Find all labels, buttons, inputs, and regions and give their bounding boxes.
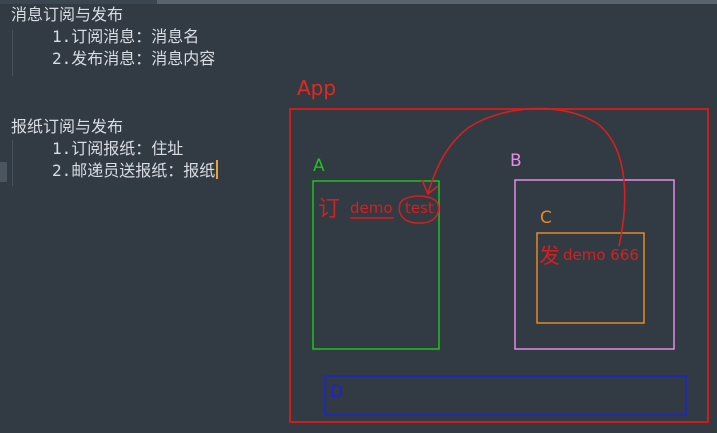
app-label: App [297,76,336,100]
callback-circle [398,195,440,224]
component-a-box [312,180,440,350]
arrowhead-icon [421,179,439,196]
section1-item2: 2.发布消息：消息内容 [52,49,216,68]
section2-item1: 1.订阅报纸：住址 [52,139,184,158]
publish-to-subscribe-arrow [427,107,626,247]
publish-text: demo 666 [563,246,639,264]
section2-item2-text: 2.邮递员送报纸：报纸 [52,161,216,180]
indent-guide [12,140,13,186]
subscribe-char: 订 [318,197,340,222]
scrollbar-thumb[interactable] [157,0,717,4]
component-a-label: A [313,156,325,176]
publish-char: 发 [539,244,560,268]
component-d-label: D [330,382,343,402]
app-box [289,108,709,423]
component-b-label: B [510,151,522,171]
section2-title: 报纸订阅与发布 [11,117,124,136]
horizontal-scrollbar[interactable] [0,0,717,4]
section1-title: 消息订阅与发布 [11,5,124,24]
component-c-label: C [540,208,552,228]
component-d-box [324,375,687,416]
current-line-marker [0,162,7,182]
section1-item1: 1.订阅消息：消息名 [52,27,200,46]
text-cursor [216,160,219,179]
subscribe-name: demo [350,199,393,217]
component-c-box [536,232,645,324]
indent-guide [12,30,13,76]
subscribe-callback: test [405,199,434,217]
component-b-box [514,179,675,350]
section2-item2: 2.邮递员送报纸：报纸 [52,160,219,182]
